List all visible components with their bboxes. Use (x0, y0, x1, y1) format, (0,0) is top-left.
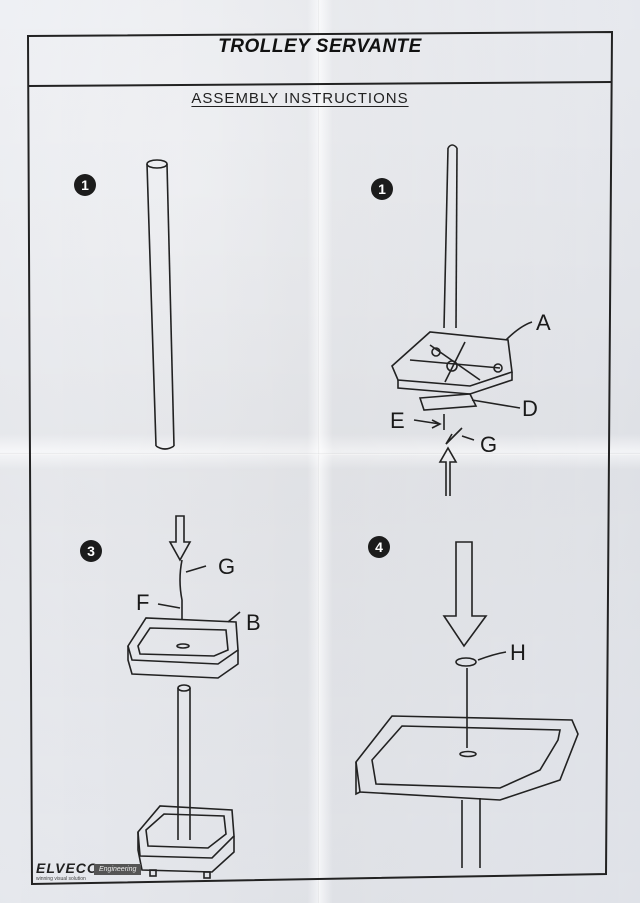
part-label-h: H (510, 640, 526, 665)
step-badge-2: 1 (371, 178, 393, 200)
part-label-g-step3: G (218, 554, 236, 579)
frame-a-illustration (391, 144, 533, 496)
part-label-e: E (390, 408, 405, 433)
part-label-g-step2: G (480, 432, 498, 457)
part-label-b: B (246, 610, 261, 635)
brand-logo: ELVECO (36, 860, 99, 876)
tube-illustration (146, 159, 175, 450)
part-label-a: A (536, 310, 551, 335)
step-badge-3: 3 (80, 540, 102, 562)
fold-crease-vertical (318, 0, 320, 903)
brand-tag: Engineering (94, 864, 142, 875)
brand-slogan: winning visual solution (36, 876, 86, 882)
step-badge-4: 4 (368, 536, 390, 558)
base-b-illustration (127, 515, 241, 879)
part-label-d: D (522, 396, 538, 421)
document-title: TROLLEY SERVANTE (218, 36, 422, 57)
fold-crease-horizontal (0, 453, 640, 455)
step-badge-1: 1 (74, 174, 96, 196)
part-label-f: F (136, 590, 150, 615)
document-subtitle: ASSEMBLY INSTRUCTIONS (191, 90, 409, 107)
tray-h-illustration (355, 541, 579, 868)
